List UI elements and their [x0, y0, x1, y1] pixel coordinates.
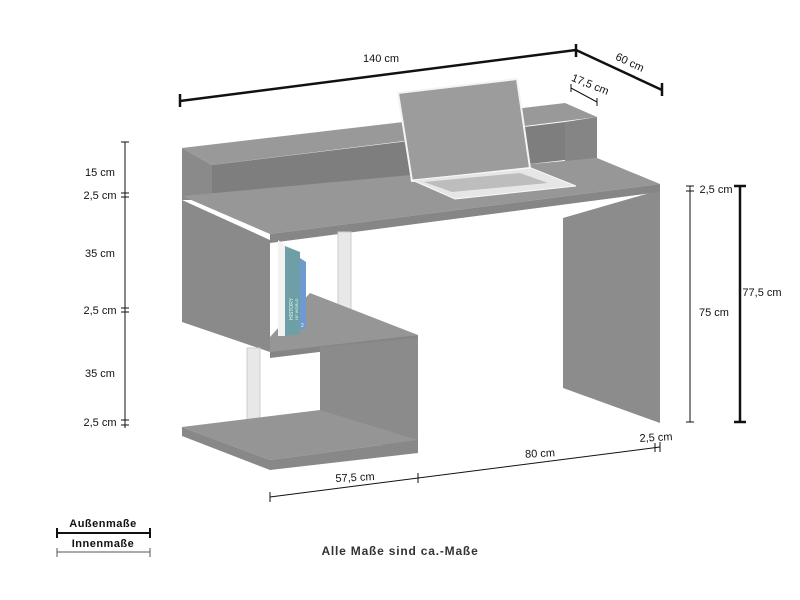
legend-outer-line — [56, 528, 151, 538]
right-top-thickness-label: 2,5 cm — [699, 184, 732, 196]
right-leg — [563, 190, 660, 423]
book-title-2: OF WORLD — [294, 298, 299, 320]
bottom-shelf-edge — [182, 427, 418, 470]
desktop-front-edge — [270, 184, 660, 243]
left-dim-1: 15 cm — [85, 167, 115, 179]
book-volume: 2 — [301, 323, 304, 329]
total-height-label: 77,5 cm — [742, 287, 781, 299]
book-blue — [300, 258, 306, 330]
laptop-screen — [396, 77, 532, 183]
hutch-depth-label: 17,5 cm — [570, 72, 611, 98]
depth-label: 60 cm — [613, 51, 645, 75]
width-label: 140 cm — [363, 53, 399, 65]
pole-upper — [337, 231, 352, 318]
hutch-front-edge — [182, 148, 212, 200]
book-title-1: HISTORY — [289, 297, 295, 320]
approximate-note: Alle Maße sind ca.-Maße — [321, 544, 478, 558]
bottom-dim-2: 80 cm — [525, 447, 556, 461]
left-dim-5: 35 cm — [85, 368, 115, 380]
bottom-dim-3: 2,5 cm — [639, 431, 673, 445]
left-dim-2: 2,5 cm — [83, 190, 116, 202]
right-leg-height-label: 75 cm — [699, 307, 729, 319]
legend-inner-label: Innenmaße — [72, 538, 135, 550]
outer-dimension-lines — [178, 44, 746, 424]
bottom-dim-1: 57,5 cm — [335, 471, 375, 485]
hutch-right-side — [565, 117, 597, 162]
left-dim-4: 2,5 cm — [83, 305, 116, 317]
legend-inner-line — [56, 548, 151, 557]
legend: Außenmaße Innenmaße — [56, 518, 151, 557]
bottom-shelf — [182, 410, 418, 460]
book-teal — [285, 246, 300, 336]
inner-dimension-lines — [121, 84, 694, 502]
laptop-keyboard — [424, 173, 548, 192]
left-dim-3: 35 cm — [85, 248, 115, 260]
left-dim-6: 2,5 cm — [83, 417, 116, 429]
left-cabinet-side — [182, 200, 270, 352]
book-pages — [278, 240, 285, 336]
desk-illustration: HISTORY OF WORLD 2 — [182, 77, 660, 470]
legend-outer-label: Außenmaße — [69, 518, 136, 530]
